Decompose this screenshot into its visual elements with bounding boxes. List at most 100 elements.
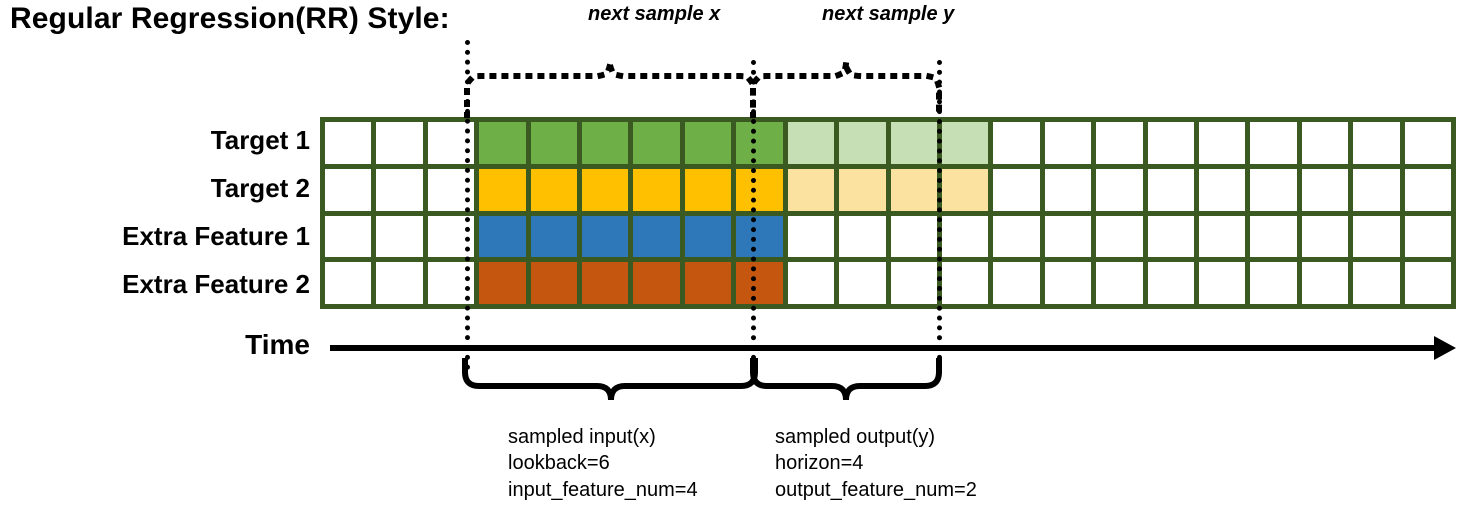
caption-sampled-output-line3: output_feature_num=2 bbox=[775, 478, 977, 501]
caption-sampled-output: sampled output(y) horizon=4 output_featu… bbox=[775, 424, 977, 503]
grid-cell-target-2-t20 bbox=[1301, 168, 1349, 211]
grid-cell-extra-feature-1-t20 bbox=[1301, 215, 1349, 258]
grid-cell-target-1-t11 bbox=[839, 122, 886, 164]
time-axis-label: Time bbox=[245, 329, 310, 360]
grid-cell-target-1-t15 bbox=[1044, 122, 1092, 164]
grid-cell-extra-feature-2-t16 bbox=[1096, 262, 1143, 304]
grid-cell-target-2-t13 bbox=[941, 168, 989, 211]
grid-cell-extra-feature-1-t18 bbox=[1198, 215, 1246, 258]
grid-cell-extra-feature-2-t8 bbox=[684, 262, 732, 304]
grid-cell-target-2-t8 bbox=[684, 168, 732, 211]
guide-line-input-start bbox=[465, 40, 470, 370]
row-label-extra-feature-1: Extra Feature 1 bbox=[122, 221, 310, 251]
grid-cell-extra-feature-2-t7 bbox=[633, 262, 680, 304]
grid-cell-target-1-t16 bbox=[1096, 122, 1143, 164]
grid-cell-extra-feature-1-t19 bbox=[1250, 215, 1297, 258]
guide-line-input-end bbox=[751, 60, 756, 370]
grid-cell-target-1-t7 bbox=[633, 122, 680, 164]
caption-sampled-output-line2: horizon=4 bbox=[775, 452, 864, 475]
grid-cell-extra-feature-2-t2 bbox=[376, 262, 423, 304]
grid-cell-extra-feature-1-t10 bbox=[787, 215, 835, 258]
grid-cell-target-1-t5 bbox=[530, 122, 578, 164]
grid-cell-extra-feature-1-t4 bbox=[479, 215, 526, 258]
grid-cell-target-2-t5 bbox=[530, 168, 578, 211]
grid-cell-target-2-t2 bbox=[376, 168, 423, 211]
grid-cell-target-1-t12 bbox=[890, 122, 937, 164]
grid-cell-target-2-t12 bbox=[890, 168, 937, 211]
grid-cell-target-1-t1 bbox=[325, 122, 372, 164]
grid-cell-target-2-t18 bbox=[1198, 168, 1246, 211]
grid-cell-extra-feature-2-t15 bbox=[1044, 262, 1092, 304]
grid-cell-target-1-t17 bbox=[1147, 122, 1194, 164]
grid-cell-target-1-t8 bbox=[684, 122, 732, 164]
grid-cell-extra-feature-1-t1 bbox=[325, 215, 372, 258]
grid-cell-extra-feature-2-t14 bbox=[993, 262, 1040, 304]
brace-sampled-input bbox=[460, 358, 760, 414]
grid-cell-target-1-t14 bbox=[993, 122, 1040, 164]
grid-cell-extra-feature-1-t16 bbox=[1096, 215, 1143, 258]
grid-cell-extra-feature-2-t4 bbox=[479, 262, 526, 304]
time-axis-line bbox=[330, 345, 1438, 351]
grid-cell-extra-feature-2-t17 bbox=[1147, 262, 1194, 304]
time-axis-arrowhead bbox=[1434, 336, 1456, 360]
caption-next-sample-y: next sample y bbox=[822, 3, 955, 25]
caption-sampled-input-line1: sampled input(x) bbox=[508, 426, 656, 448]
grid-cell-extra-feature-1-t15 bbox=[1044, 215, 1092, 258]
grid-cell-extra-feature-1-t7 bbox=[633, 215, 680, 258]
row-label-target-2: Target 2 bbox=[210, 173, 310, 203]
time-axis bbox=[330, 336, 1456, 360]
grid-cell-target-1-t6 bbox=[582, 122, 629, 164]
grid-cell-target-1-t10 bbox=[787, 122, 835, 164]
grid-cell-extra-feature-1-t2 bbox=[376, 215, 423, 258]
grid-cell-target-2-t15 bbox=[1044, 168, 1092, 211]
grid-cell-target-2-t10 bbox=[787, 168, 835, 211]
caption-sampled-input-line3: input_feature_num=4 bbox=[508, 478, 698, 501]
grid-cell-extra-feature-1-t9 bbox=[736, 215, 783, 258]
grid-cell-target-2-t7 bbox=[633, 168, 680, 211]
grid-cell-target-2-t22 bbox=[1404, 168, 1451, 211]
grid-cell-extra-feature-2-t10 bbox=[787, 262, 835, 304]
grid-cell-target-1-t9 bbox=[736, 122, 783, 164]
row-label-column: Target 1 Target 2 Extra Feature 1 Extra … bbox=[10, 0, 310, 516]
grid-cell-extra-feature-1-t6 bbox=[582, 215, 629, 258]
grid-cell-extra-feature-2-t19 bbox=[1250, 262, 1297, 304]
grid-cell-target-2-t6 bbox=[582, 168, 629, 211]
grid-cell-target-1-t19 bbox=[1250, 122, 1297, 164]
grid-cell-extra-feature-1-t5 bbox=[530, 215, 578, 258]
guide-line-output-end bbox=[937, 60, 942, 370]
grid-cell-target-2-t4 bbox=[479, 168, 526, 211]
grid-cell-extra-feature-1-t22 bbox=[1404, 215, 1451, 258]
grid-cell-extra-feature-2-t9 bbox=[736, 262, 783, 304]
grid-cell-target-1-t4 bbox=[479, 122, 526, 164]
grid-cell-extra-feature-2-t18 bbox=[1198, 262, 1246, 304]
grid-cell-extra-feature-2-t6 bbox=[582, 262, 629, 304]
caption-sampled-input-line2: lookback=6 bbox=[508, 452, 610, 475]
grid-cell-target-1-t22 bbox=[1404, 122, 1451, 164]
grid-cell-target-2-t11 bbox=[839, 168, 886, 211]
grid-cell-target-2-t1 bbox=[325, 168, 372, 211]
grid-cell-target-2-t19 bbox=[1250, 168, 1297, 211]
grid-cell-target-1-t18 bbox=[1198, 122, 1246, 164]
timeseries-grid bbox=[320, 117, 1456, 309]
grid-cell-target-2-t21 bbox=[1353, 168, 1400, 211]
row-label-target-1: Target 1 bbox=[210, 125, 310, 155]
grid-cell-extra-feature-1-t14 bbox=[993, 215, 1040, 258]
grid-cell-target-1-t20 bbox=[1301, 122, 1349, 164]
grid-cell-extra-feature-2-t5 bbox=[530, 262, 578, 304]
grid-cell-target-2-t17 bbox=[1147, 168, 1194, 211]
caption-sampled-output-line1: sampled output(y) bbox=[775, 426, 936, 448]
grid-cell-extra-feature-2-t11 bbox=[839, 262, 886, 304]
caption-next-sample-x: next sample x bbox=[588, 3, 721, 25]
grid-cell-extra-feature-1-t12 bbox=[890, 215, 937, 258]
row-label-extra-feature-2: Extra Feature 2 bbox=[122, 269, 310, 299]
grid-cell-extra-feature-2-t22 bbox=[1404, 262, 1451, 304]
grid-cell-target-2-t14 bbox=[993, 168, 1040, 211]
grid-cell-target-1-t2 bbox=[376, 122, 423, 164]
brace-next-sample-x bbox=[462, 38, 758, 118]
brace-next-sample-y bbox=[748, 38, 944, 118]
grid-cell-extra-feature-2-t21 bbox=[1353, 262, 1400, 304]
page-title: Regular Regression(RR) Style: bbox=[10, 2, 450, 35]
grid-cell-extra-feature-1-t17 bbox=[1147, 215, 1194, 258]
grid-cell-target-1-t21 bbox=[1353, 122, 1400, 164]
grid-cell-target-1-t13 bbox=[941, 122, 989, 164]
